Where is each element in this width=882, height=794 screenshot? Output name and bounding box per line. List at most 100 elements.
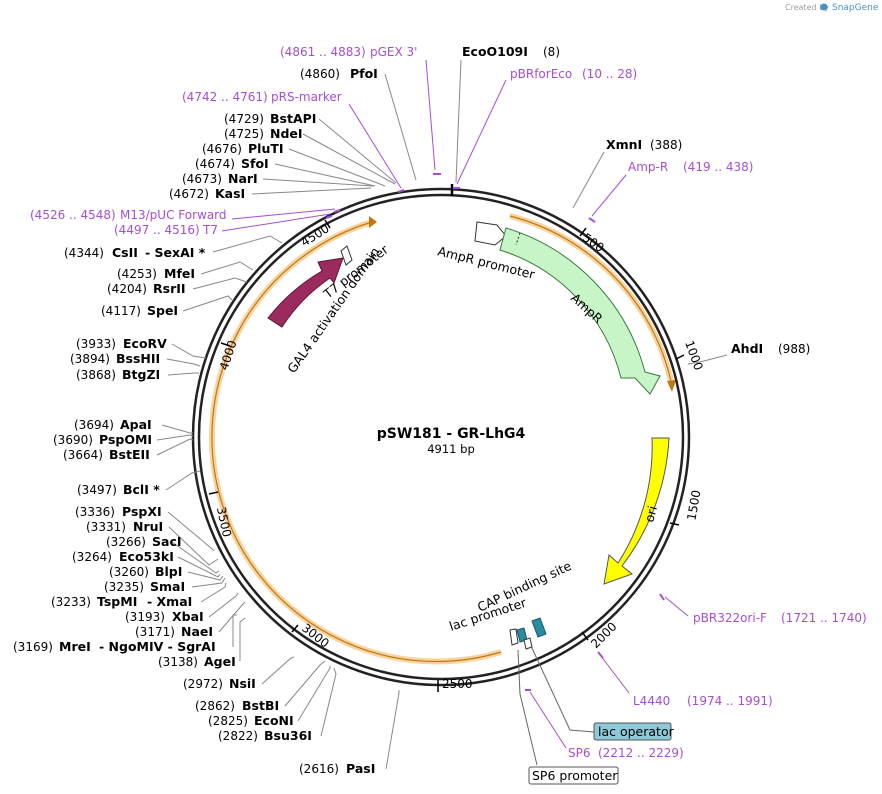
- site-name: NsiI: [229, 676, 256, 691]
- site-pos: (2862): [195, 699, 235, 713]
- site-pos: (2616): [299, 762, 339, 776]
- leader-lines-right: [455, 59, 728, 365]
- lac-operator-box-label: [593, 722, 672, 741]
- site-name: SfoI: [241, 156, 269, 171]
- lac-operator-box: [523, 637, 533, 650]
- site-ahdi-pos: (988): [778, 342, 810, 356]
- plasmid-size: 4911 bp: [427, 442, 475, 456]
- site-pos: (2825): [208, 714, 248, 728]
- primer-m13-range: (4526 .. 4548): [30, 208, 116, 222]
- lac-small-arrow: [509, 628, 519, 646]
- site-name: PspOMI: [99, 432, 152, 447]
- primer-pbr322-range: (1721 .. 1740): [781, 611, 867, 625]
- site-xmni-pos: (388): [650, 138, 682, 152]
- site-pos: (3260): [109, 565, 149, 579]
- site-pos: (4344): [64, 246, 104, 260]
- insert-band-line: [211, 221, 502, 663]
- site-name: KasI: [215, 186, 245, 201]
- primer-pbr322-name: pBR322ori-F: [693, 611, 767, 625]
- lac-operator-label: lac operator: [598, 724, 675, 739]
- site-name: PspXI: [122, 504, 162, 519]
- site-pos: (4725): [224, 127, 264, 141]
- primer-sp6-range: (2212 .. 2229): [598, 746, 684, 760]
- primer-t7-range: (4497 .. 4516): [114, 223, 200, 237]
- site-name: BstBI: [242, 698, 279, 713]
- site-name: BstAPI: [270, 111, 316, 126]
- credit-text: Created by: [785, 3, 829, 12]
- ampr-band-line: [509, 215, 673, 387]
- site-name-extra: - NgoMIV - SgrAI: [99, 639, 216, 654]
- site-name: PluTI: [248, 141, 284, 156]
- site-pos: (3694): [74, 418, 114, 432]
- plasmid-name: pSW181 - GR-LhG4: [377, 426, 526, 442]
- site-pos: (3664): [63, 448, 103, 462]
- site-pos: (3266): [106, 535, 146, 549]
- site-pos: (3336): [75, 505, 115, 519]
- primer-l4440-range: (1974 .. 1991): [687, 694, 773, 708]
- site-pos: (3169): [13, 640, 53, 654]
- site-pos: (3894): [70, 352, 110, 366]
- ampr-arrow: [499, 227, 661, 395]
- site-ecoo109i: EcoO109I: [462, 44, 528, 59]
- sp6-promoter-label: SP6 promoter: [532, 768, 618, 783]
- site-pos: (3690): [53, 433, 93, 447]
- site-name: NruI: [133, 519, 163, 534]
- tick-marks: [208, 219, 685, 692]
- site-pos: (2972): [183, 677, 223, 691]
- tick-label-1500: 1500: [684, 489, 703, 522]
- site-pos: (4117): [101, 304, 141, 318]
- ori-arrow: [603, 437, 670, 585]
- primer-prs-range: (4742 .. 4761): [182, 90, 268, 104]
- site-pos: (3138): [158, 655, 198, 669]
- site-name: RsrII: [153, 281, 186, 296]
- lac-promoter-box: [531, 617, 547, 638]
- backbone-inner: [197, 193, 685, 681]
- site-xmni: XmnI: [606, 137, 642, 152]
- site-name: NaeI: [181, 624, 213, 639]
- primer-prs-name: pRS-marker: [271, 90, 342, 104]
- site-list-left: (4860) PfoI (4729) BstAPI (4725) NdeI (4…: [13, 66, 378, 776]
- site-name: SmaI: [150, 579, 185, 594]
- site-name: SpeI: [147, 303, 178, 318]
- site-pos: (3171): [135, 625, 175, 639]
- site-name: Eco53kI: [119, 549, 174, 564]
- site-pos: (3264): [72, 550, 112, 564]
- tick-label-2500: 2500: [442, 677, 473, 691]
- site-pos: (3497): [77, 483, 117, 497]
- tick-label-1000: 1000: [682, 339, 706, 372]
- sp6-promoter-box-label: [528, 766, 619, 785]
- site-name: PfoI: [350, 66, 378, 81]
- primer-sp6-name: SP6: [568, 746, 591, 760]
- site-name: MfeI: [164, 266, 195, 281]
- site-pos: (2822): [218, 729, 258, 743]
- site-name: NdeI: [270, 126, 303, 141]
- site-name: AgeI: [204, 654, 236, 669]
- site-name: NarI: [228, 171, 258, 186]
- site-ecoo109i-pos: (8): [543, 45, 560, 59]
- site-name-extra: - XmaI: [147, 594, 192, 609]
- leader-lines-primers: [221, 59, 689, 749]
- insert-band-arrow-icon: [369, 216, 377, 228]
- site-name: SacI: [152, 534, 182, 549]
- site-name: BlpI: [155, 564, 182, 579]
- site-name: PasI: [346, 761, 375, 776]
- site-name: ApaI: [120, 417, 152, 432]
- primer-pgex-range: (4861 .. 4883): [280, 45, 366, 59]
- tick-label-4000: 4000: [217, 339, 240, 372]
- site-name: BtgZI: [122, 367, 160, 382]
- t7-promoter-arrow: [340, 245, 353, 266]
- site-pos: (3331): [86, 520, 126, 534]
- site-pos: (4674): [195, 157, 235, 171]
- site-name: EcoRV: [123, 336, 167, 351]
- site-name: Bsu36I: [264, 728, 312, 743]
- tick-label-3500: 3500: [214, 506, 234, 539]
- site-pos: (4676): [202, 142, 242, 156]
- site-name: BstEII: [109, 447, 150, 462]
- site-pos: (3235): [104, 580, 144, 594]
- primer-ampr-name: Amp-R: [628, 160, 668, 174]
- primer-l4440-name: L4440: [633, 694, 670, 708]
- site-name: CsII: [112, 245, 138, 260]
- primer-pbrforeco-name: pBRforEco: [510, 67, 572, 81]
- ampr-band-arrow-icon: [667, 380, 676, 392]
